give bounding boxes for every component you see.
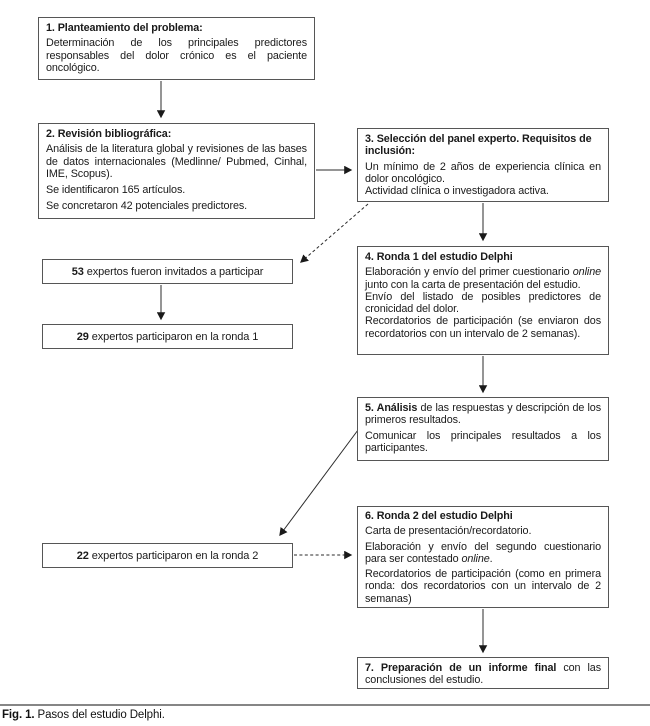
step4-paragraph-1: Elaboración y envío del primer cuestiona… bbox=[365, 266, 601, 291]
step3-paragraph-2: Actividad clínica o investigadora activa… bbox=[365, 185, 549, 198]
round1-count: 29 expertos participaron en la ronda 1 bbox=[76, 330, 259, 343]
step2-paragraph-2: Se identificaron 165 artículos. bbox=[46, 184, 186, 197]
step4-paragraph-3: Recordatorios de participación (se envia… bbox=[365, 315, 601, 340]
step5-lead: 5. Análisis bbox=[365, 402, 418, 414]
step4-title: 4. Ronda 1 del estudio Delphi bbox=[365, 251, 513, 263]
step1-title: 1. Planteamiento del problema: bbox=[46, 22, 203, 34]
step6-paragraph-2: Elaboración y envío del segundo cuestion… bbox=[365, 540, 601, 565]
step5-box: 5. Análisis de las respuestas y descripc… bbox=[357, 397, 609, 461]
step4-box: 4. Ronda 1 del estudio Delphi Elaboració… bbox=[357, 246, 609, 355]
invited-count: 53 expertos fueron invitados a participa… bbox=[71, 265, 264, 278]
step7-box: 7. Preparación de un informe final con l… bbox=[357, 657, 609, 689]
step6-paragraph-1: Carta de presentación/recordatorio. bbox=[365, 525, 532, 538]
round2-count: 22 expertos participaron en la ronda 2 bbox=[76, 549, 259, 562]
round1-participants-box: 29 expertos participaron en la ronda 1 bbox=[42, 324, 293, 349]
step3-box: 3. Selección del panel experto. Requisit… bbox=[357, 128, 609, 202]
step4-paragraph-2: Envío del listado de posibles predictore… bbox=[365, 290, 601, 316]
step6-paragraph-3: Recordatorios de participación (como en … bbox=[365, 568, 601, 605]
arrow-step5-to-round2 bbox=[279, 429, 359, 537]
online-italic: online bbox=[461, 552, 490, 565]
step2-paragraph-3: Se concretaron 42 potenciales predictore… bbox=[46, 200, 248, 213]
step3-title: 3. Selección del panel experto. Requisit… bbox=[365, 133, 592, 158]
figure-caption-label: Fig. 1. bbox=[2, 709, 35, 721]
step7-lead: 7. Preparación de un informe final bbox=[365, 662, 557, 674]
step6-box: 6. Ronda 2 del estudio Delphi Carta de p… bbox=[357, 506, 609, 608]
round2-label: expertos participaron en la ronda 2 bbox=[88, 549, 259, 562]
invited-label: expertos fueron invitados a participar bbox=[83, 265, 264, 278]
step3-paragraph-1: Un mínimo de 2 años de experiencia clíni… bbox=[365, 160, 601, 185]
round2-participants-box: 22 expertos participaron en la ronda 2 bbox=[42, 543, 293, 568]
step7-paragraph: 7. Preparación de un informe final con l… bbox=[365, 662, 601, 687]
figure-caption: Fig. 1.Pasos del estudio Delphi. bbox=[2, 709, 165, 721]
figure-caption-text: Pasos del estudio Delphi. bbox=[37, 709, 165, 721]
step2-paragraph-1: Análisis de la literatura global y revis… bbox=[46, 143, 307, 180]
step1-body: Determinación de los principales predict… bbox=[46, 37, 307, 74]
step5-paragraph-2: Comunicar los principales resultados a l… bbox=[365, 429, 601, 454]
step2-box: 2. Revisión bibliográfica: Análisis de l… bbox=[38, 123, 315, 219]
invited-experts-box: 53 expertos fueron invitados a participa… bbox=[42, 259, 293, 284]
step5-paragraph-1: 5. Análisis de las respuestas y descripc… bbox=[365, 402, 601, 427]
online-italic: online bbox=[572, 266, 601, 279]
step1-box: 1. Planteamiento del problema: Determina… bbox=[38, 17, 315, 80]
round1-label: expertos participaron en la ronda 1 bbox=[88, 330, 259, 343]
step6-title: 6. Ronda 2 del estudio Delphi bbox=[365, 510, 513, 522]
step2-title: 2. Revisión bibliográfica: bbox=[46, 128, 172, 140]
caption-divider bbox=[0, 704, 650, 706]
